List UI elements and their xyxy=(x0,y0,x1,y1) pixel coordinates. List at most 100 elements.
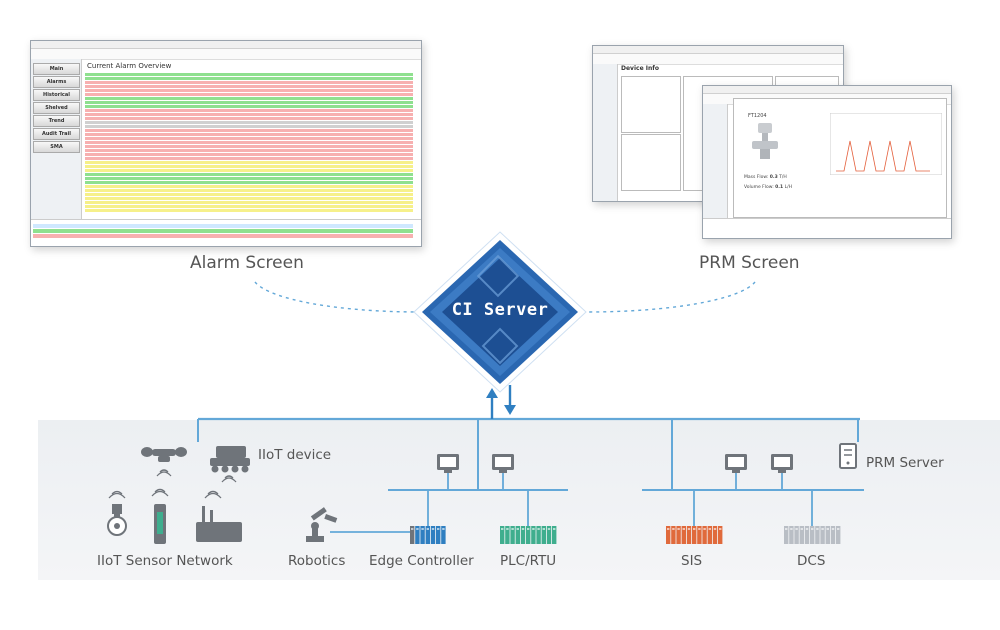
alarm-row xyxy=(85,113,413,116)
iiot-device-label: IIoT device xyxy=(258,447,332,463)
alarm-row xyxy=(85,185,413,188)
prm-trend-panel: FT1204 Mass Flow: 0.3 T/H Volume Flow: 0… xyxy=(733,98,947,218)
wifi-icon xyxy=(221,475,237,483)
volume-flow-value: 0.1 xyxy=(775,185,784,190)
alarm-screen-caption: Alarm Screen xyxy=(190,253,304,273)
volume-flow-label: Volume Flow: xyxy=(744,185,774,190)
prm-back-toolbar xyxy=(593,54,843,65)
prm-screen-caption: PRM Screen xyxy=(699,253,800,273)
robot-arm-icon xyxy=(306,507,338,542)
flow-trend-graph xyxy=(830,113,942,175)
alarm-row xyxy=(85,117,413,120)
alarm-row xyxy=(85,81,413,84)
edge-controller-rack-icon xyxy=(410,526,446,544)
alarm-row xyxy=(85,125,413,128)
flowmeter-icon xyxy=(752,123,778,159)
prm-front-bottom-table xyxy=(703,218,951,238)
alarm-row xyxy=(85,133,413,136)
iiot-sensor-network-label: IIoT Sensor Network xyxy=(97,553,233,569)
alarm-row xyxy=(85,153,413,156)
alarm-row xyxy=(85,181,413,184)
alarm-row xyxy=(85,137,413,140)
prm-dashed-link xyxy=(585,281,756,313)
mass-flow-label: Mass Flow: xyxy=(744,175,769,180)
prm-back-titlebar xyxy=(593,46,843,54)
alarm-row xyxy=(85,105,413,108)
robot-vehicle-icon xyxy=(210,446,250,473)
volume-flow-unit: L/H xyxy=(784,185,792,190)
ci-server-diamond xyxy=(413,231,587,393)
dcs-rack-icon xyxy=(784,526,841,544)
alarm-window-toolbar xyxy=(31,49,421,60)
robotics-label: Robotics xyxy=(288,553,346,569)
alarm-row xyxy=(85,149,413,152)
gateway-icon xyxy=(196,506,242,542)
alarm-row xyxy=(85,157,413,160)
alarm-nav-button[interactable]: Trend xyxy=(33,115,80,127)
alarm-bottom-table xyxy=(31,219,421,246)
alarm-row xyxy=(85,121,413,124)
alarm-row xyxy=(85,129,413,132)
device-card-1 xyxy=(621,76,681,133)
alarm-row xyxy=(85,85,413,88)
alarm-nav-button[interactable]: Main xyxy=(33,63,80,75)
alarm-row xyxy=(85,109,413,112)
alarm-nav-button[interactable]: Audit Trail xyxy=(33,128,80,140)
prm-trend-window[interactable]: FT1204 Mass Flow: 0.3 T/H Volume Flow: 0… xyxy=(702,85,952,239)
alarm-nav-button[interactable]: Alarms xyxy=(33,76,80,88)
mass-flow-value: 0.3 xyxy=(769,175,778,180)
wifi-icon xyxy=(108,488,222,499)
alarm-table xyxy=(85,73,413,223)
ci-server-label: CI Server xyxy=(451,300,549,320)
dcs-label: DCS xyxy=(797,553,826,569)
alarm-row xyxy=(85,101,413,104)
edge-controller-label: Edge Controller xyxy=(369,553,474,569)
prm-back-nav xyxy=(593,64,618,201)
alarm-nav-button[interactable]: Historical xyxy=(33,89,80,101)
alarm-nav-button[interactable]: Shelved xyxy=(33,102,80,114)
sis-rack-icon xyxy=(666,526,723,544)
alarm-row xyxy=(85,73,413,76)
drone-icon xyxy=(141,447,187,462)
alarm-row xyxy=(85,177,413,180)
alarm-row xyxy=(85,189,413,192)
alarm-row xyxy=(85,141,413,144)
alarm-row xyxy=(85,173,413,176)
alarm-row xyxy=(33,229,413,233)
alarm-row xyxy=(85,77,413,80)
alarm-row xyxy=(85,89,413,92)
alarm-row xyxy=(85,197,413,200)
alarm-overview-title: Current Alarm Overview xyxy=(87,62,172,70)
alarm-row xyxy=(85,161,413,164)
alarm-window-titlebar xyxy=(31,41,421,49)
prm-front-nav xyxy=(703,104,728,224)
alarm-row xyxy=(85,93,413,96)
alarm-dashed-link xyxy=(254,281,421,313)
alarm-row xyxy=(33,234,413,238)
alarm-row xyxy=(85,201,413,204)
prm-device-info-header: Device Info xyxy=(621,65,659,72)
alarm-row xyxy=(85,205,413,208)
up-arrow-icon xyxy=(486,388,498,419)
alarm-nav-button[interactable]: SMA xyxy=(33,141,80,153)
down-arrow-icon xyxy=(504,385,516,415)
alarm-row xyxy=(33,224,413,228)
prm-device-tag: FT1204 xyxy=(748,113,767,119)
wifi-icon xyxy=(156,469,172,477)
prm-front-titlebar xyxy=(703,86,951,94)
prm-server-label: PRM Server xyxy=(866,455,944,471)
alarm-row xyxy=(85,165,413,168)
alarm-row xyxy=(85,169,413,172)
server-tower-icon xyxy=(839,443,857,469)
mass-flow-unit: T/H xyxy=(779,175,787,180)
alarm-row xyxy=(85,193,413,196)
alarm-row xyxy=(85,145,413,148)
pressure-sensor-icon xyxy=(107,504,127,536)
alarm-row xyxy=(85,209,413,212)
device-card-2 xyxy=(621,134,681,191)
plc-rtu-label: PLC/RTU xyxy=(500,553,557,569)
sis-label: SIS xyxy=(681,553,703,569)
